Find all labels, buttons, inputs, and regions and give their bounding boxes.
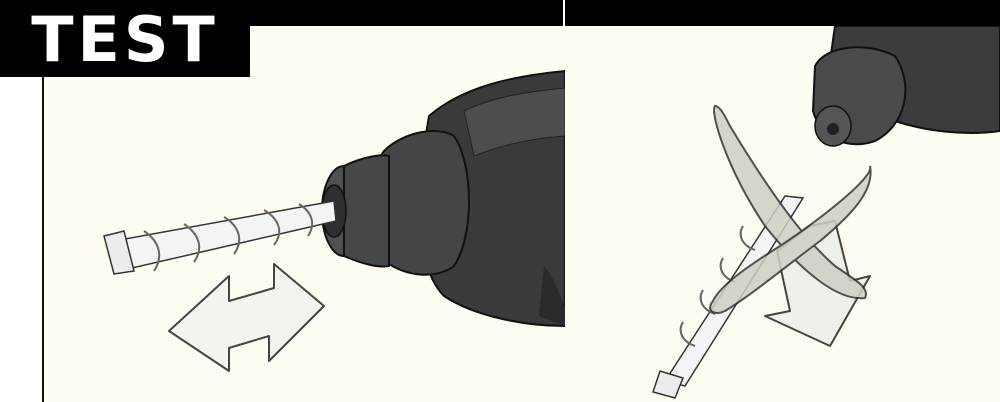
panel-divider-top	[563, 0, 565, 26]
double-arrow-icon	[168, 263, 325, 372]
page-title: TEST	[31, 2, 219, 76]
drill-chuck	[321, 130, 470, 276]
drill-test-illustration	[103, 69, 565, 372]
drill-removal-illustration	[652, 26, 1000, 399]
cross-icon	[709, 104, 872, 314]
drill-bit	[103, 200, 337, 275]
panel-correct-check	[42, 26, 567, 402]
title-badge: TEST	[0, 0, 250, 77]
panel-wrong-removal	[565, 26, 1000, 402]
drill-body	[811, 26, 1000, 147]
